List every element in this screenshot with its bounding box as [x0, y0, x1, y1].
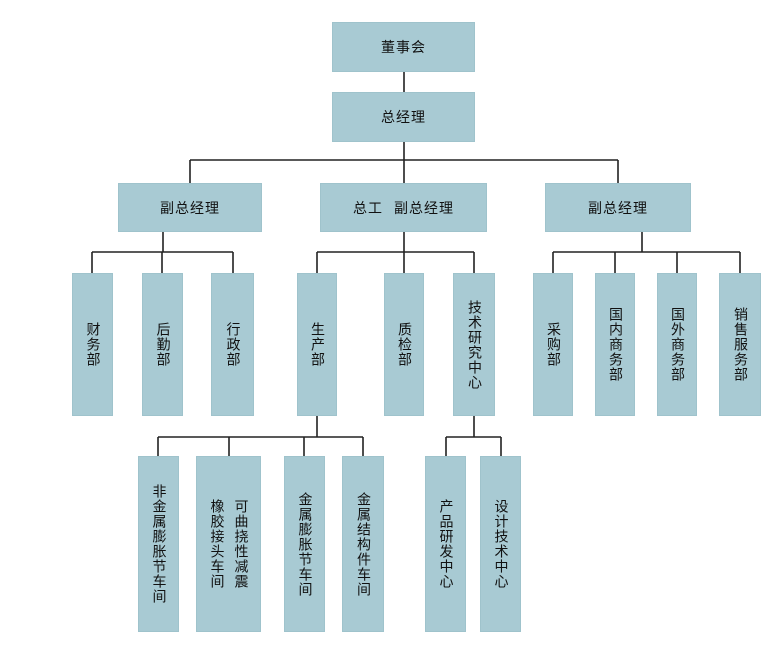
board-label: 董事会	[381, 40, 426, 56]
foreign-business-dept-box: 国外商务部	[657, 273, 697, 416]
logistics-dept-label: 后勤部	[154, 322, 171, 367]
deputy-manager-left-label: 副总经理	[160, 200, 220, 217]
rnd-center-box: 技术研究中心	[453, 273, 495, 416]
finance-dept-box: 财务部	[72, 273, 113, 416]
rnd-center-label: 技术研究中心	[466, 299, 482, 390]
domestic-business-dept-label: 国内商务部	[607, 307, 623, 382]
rubber-joint-workshop-box: 可曲挠性减震 橡胶接头车间	[196, 456, 261, 632]
product-dev-center-box: 产品研发中心	[425, 456, 466, 632]
deputy-manager-left-box: 副总经理	[118, 183, 262, 232]
rubber-joint-workshop-label: 橡胶接头车间	[208, 499, 225, 589]
deputy-manager-right-label: 副总经理	[588, 200, 648, 217]
procurement-dept-label: 采购部	[545, 322, 561, 367]
product-dev-center-label: 产品研发中心	[437, 499, 454, 589]
quality-dept-box: 质检部	[384, 273, 424, 416]
sales-service-dept-box: 销售服务部	[719, 273, 761, 416]
nonmetal-expansion-workshop-box: 非金属膨胀节车间	[138, 456, 179, 632]
metal-structure-workshop-label: 金属结构件车间	[355, 491, 371, 597]
chief-engineer-deputy-label: 总工 副总经理	[353, 200, 454, 217]
metal-expansion-workshop-label: 金属膨胀节车间	[296, 491, 313, 597]
administration-dept-label: 行政部	[224, 322, 241, 367]
finance-dept-label: 财务部	[84, 322, 101, 367]
chief-engineer-deputy-box: 总工 副总经理	[320, 183, 487, 232]
production-dept-label: 生产部	[309, 322, 325, 367]
production-dept-box: 生产部	[297, 273, 337, 416]
sales-service-dept-label: 销售服务部	[732, 307, 748, 382]
design-tech-center-box: 设计技术中心	[480, 456, 521, 632]
deputy-manager-right-box: 副总经理	[545, 183, 691, 232]
quality-dept-label: 质检部	[396, 322, 412, 367]
procurement-dept-box: 采购部	[533, 273, 573, 416]
metal-structure-workshop-box: 金属结构件车间	[342, 456, 384, 632]
flexible-damping-label: 可曲挠性减震	[232, 499, 249, 589]
general-manager-box: 总经理	[332, 92, 475, 142]
domestic-business-dept-box: 国内商务部	[595, 273, 635, 416]
general-manager-label: 总经理	[381, 110, 426, 126]
logistics-dept-box: 后勤部	[142, 273, 183, 416]
foreign-business-dept-label: 国外商务部	[669, 307, 685, 382]
nonmetal-expansion-workshop-label: 非金属膨胀节车间	[150, 484, 167, 604]
administration-dept-box: 行政部	[211, 273, 254, 416]
metal-expansion-workshop-box: 金属膨胀节车间	[284, 456, 325, 632]
design-tech-center-label: 设计技术中心	[492, 499, 509, 589]
board-box: 董事会	[332, 22, 475, 72]
